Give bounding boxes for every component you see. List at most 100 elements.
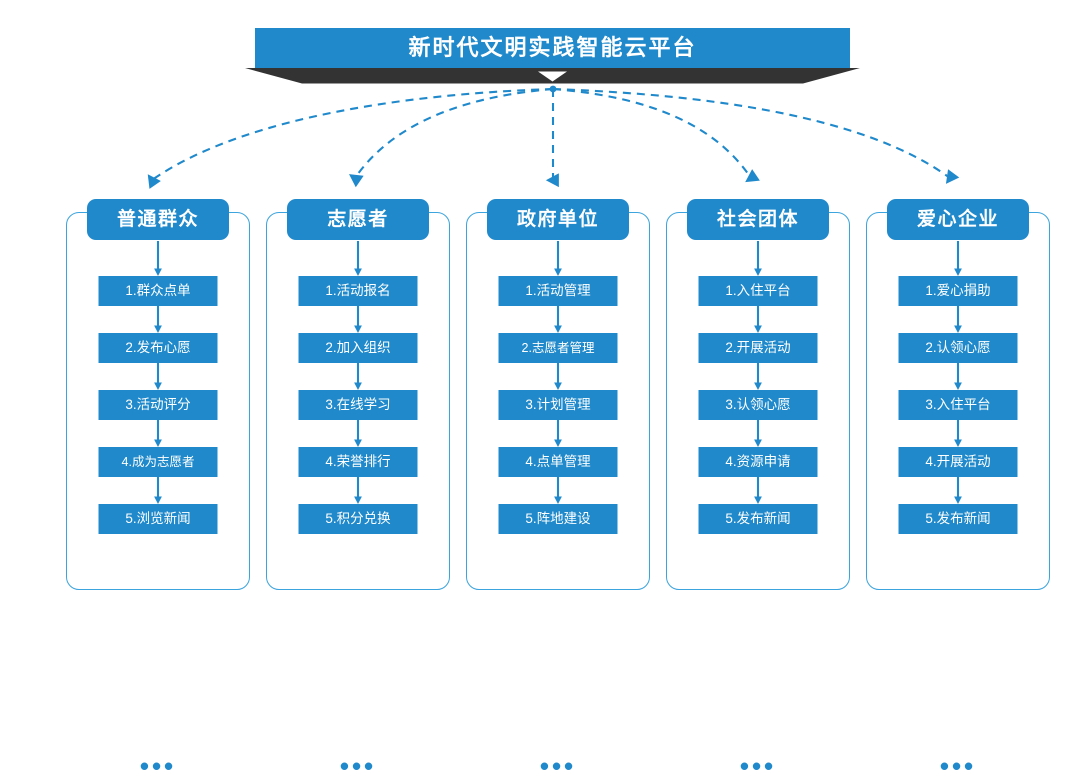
step-label: 4.开展活动 [925,454,991,470]
role-column-4: 社会团体 1.入住平台 2.开展活动 3.认领心愿 4.资源申请 5.发布新闻 ••• [666,199,850,779]
arrow-step-1-to-2-icon [352,306,365,333]
column-header-label: 普通群众 [116,209,199,230]
step-box-3[interactable]: 3.入住平台 [898,390,1018,420]
step-box-3[interactable]: 3.认领心愿 [698,390,818,420]
step-box-5[interactable]: 5.浏览新闻 [98,504,218,534]
step-label: 2.认领心愿 [925,340,991,356]
column-header-3[interactable]: 政府单位 [487,199,629,240]
step-label: 2.加入组织 [325,340,391,356]
arrow-step-2-to-3-icon [552,363,565,390]
role-column-3: 政府单位 1.活动管理 2.志愿者管理 3.计划管理 4.点单管理 5.阵地建设 ••• [466,199,650,779]
column-body-5: 1.爱心捐助 2.认领心愿 3.入住平台 4.开展活动 5.发布新闻 ••• [867,213,1049,779]
arrow-step-2-to-3-icon [752,363,765,390]
column-header-label: 志愿者 [327,209,389,230]
step-label: 1.活动报名 [325,283,391,299]
column-header-1[interactable]: 普通群众 [87,199,229,240]
step-box-5[interactable]: 5.阵地建设 [498,504,618,534]
column-body-1: 1.群众点单 2.发布心愿 3.活动评分 4.成为志愿者 5.浏览新闻 ••• [67,213,249,779]
column-ellipsis: ••• [139,751,177,781]
arrow-step-1-to-2-icon [952,306,965,333]
column-ellipsis: ••• [739,751,777,781]
step-box-3[interactable]: 3.计划管理 [498,390,618,420]
step-box-4[interactable]: 4.荣誉排行 [298,447,418,477]
arrow-step-3-to-4-icon [552,420,565,447]
arrow-step-4-to-5-icon [152,477,165,504]
column-header-label: 社会团体 [716,209,799,230]
step-label: 4.成为志愿者 [121,454,195,469]
page-title: 新时代文明实践智能云平台 [408,35,697,60]
step-box-3[interactable]: 3.活动评分 [98,390,218,420]
step-label: 2.志愿者管理 [521,340,595,355]
step-box-1[interactable]: 1.活动报名 [298,276,418,306]
step-label: 1.群众点单 [125,283,191,299]
arrow-step-4-to-5-icon [952,477,965,504]
column-ellipsis: ••• [939,751,977,781]
arrow-step-2-to-3-icon [152,363,165,390]
step-box-1[interactable]: 1.群众点单 [98,276,218,306]
diagram-canvas: 新时代文明实践智能云平台 普通群众 1.群众点单 2.发布心愿 3.活动评分 4.成为志… [66,28,1050,779]
arrow-header-to-step-1-icon [552,241,565,276]
step-box-1[interactable]: 1.爱心捐助 [898,276,1018,306]
step-label: 1.活动管理 [525,283,591,299]
arrow-step-2-to-3-icon [952,363,965,390]
step-label: 4.荣誉排行 [325,454,391,470]
arrow-step-4-to-5-icon [752,477,765,504]
column-body-4: 1.入住平台 2.开展活动 3.认领心愿 4.资源申请 5.发布新闻 ••• [667,213,849,779]
arrow-step-1-to-2-icon [552,306,565,333]
column-header-label: 爱心企业 [916,209,999,230]
step-label: 3.活动评分 [125,397,191,413]
column-header-5[interactable]: 爱心企业 [887,199,1029,240]
step-box-2[interactable]: 2.认领心愿 [898,333,1018,363]
step-box-4[interactable]: 4.资源申请 [698,447,818,477]
step-label: 1.入住平台 [725,283,791,299]
column-header-4[interactable]: 社会团体 [687,199,829,240]
arrow-header-to-step-1-icon [952,241,965,276]
step-box-5[interactable]: 5.积分兑换 [298,504,418,534]
column-body-2: 1.活动报名 2.加入组织 3.在线学习 4.荣誉排行 5.积分兑换 ••• [267,213,449,779]
step-label: 3.入住平台 [925,397,991,413]
step-label: 3.在线学习 [325,397,391,413]
column-ellipsis: ••• [539,751,577,781]
column-header-2[interactable]: 志愿者 [287,199,429,240]
step-box-2[interactable]: 2.开展活动 [698,333,818,363]
arrow-step-3-to-4-icon [352,420,365,447]
step-label: 5.发布新闻 [725,511,791,527]
arrow-step-3-to-4-icon [952,420,965,447]
step-label: 2.发布心愿 [125,340,191,356]
arrow-step-1-to-2-icon [152,306,165,333]
step-label: 4.点单管理 [525,454,591,470]
arrow-step-2-to-3-icon [352,363,365,390]
arrow-step-4-to-5-icon [352,477,365,504]
role-column-5: 爱心企业 1.爱心捐助 2.认领心愿 3.入住平台 4.开展活动 5.发布新闻 ••• [866,199,1050,779]
step-box-4[interactable]: 4.成为志愿者 [98,447,218,477]
step-box-4[interactable]: 4.开展活动 [898,447,1018,477]
column-ellipsis: ••• [339,751,377,781]
arrow-header-to-step-1-icon [152,241,165,276]
arrow-step-4-to-5-icon [552,477,565,504]
step-label: 5.阵地建设 [525,511,591,527]
step-label: 4.资源申请 [725,454,791,470]
step-box-3[interactable]: 3.在线学习 [298,390,418,420]
role-column-1: 普通群众 1.群众点单 2.发布心愿 3.活动评分 4.成为志愿者 5.浏览新闻 ••• [66,199,250,779]
step-label: 5.积分兑换 [325,511,391,527]
step-box-1[interactable]: 1.活动管理 [498,276,618,306]
step-box-5[interactable]: 5.发布新闻 [898,504,1018,534]
step-box-2[interactable]: 2.加入组织 [298,333,418,363]
step-box-2[interactable]: 2.志愿者管理 [498,333,618,363]
step-label: 3.认领心愿 [725,397,791,413]
platform-title-banner: 新时代文明实践智能云平台 [255,28,850,68]
step-box-2[interactable]: 2.发布心愿 [98,333,218,363]
role-column-2: 志愿者 1.活动报名 2.加入组织 3.在线学习 4.荣誉排行 5.积分兑换 ••• [266,199,450,779]
step-label: 2.开展活动 [725,340,791,356]
step-box-5[interactable]: 5.发布新闻 [698,504,818,534]
step-label: 5.浏览新闻 [125,511,191,527]
arrow-step-3-to-4-icon [152,420,165,447]
column-header-label: 政府单位 [516,209,599,230]
arrow-step-1-to-2-icon [752,306,765,333]
step-box-1[interactable]: 1.入住平台 [698,276,818,306]
step-box-4[interactable]: 4.点单管理 [498,447,618,477]
arrow-header-to-step-1-icon [752,241,765,276]
arrow-header-to-step-1-icon [352,241,365,276]
step-label: 1.爱心捐助 [925,283,991,299]
